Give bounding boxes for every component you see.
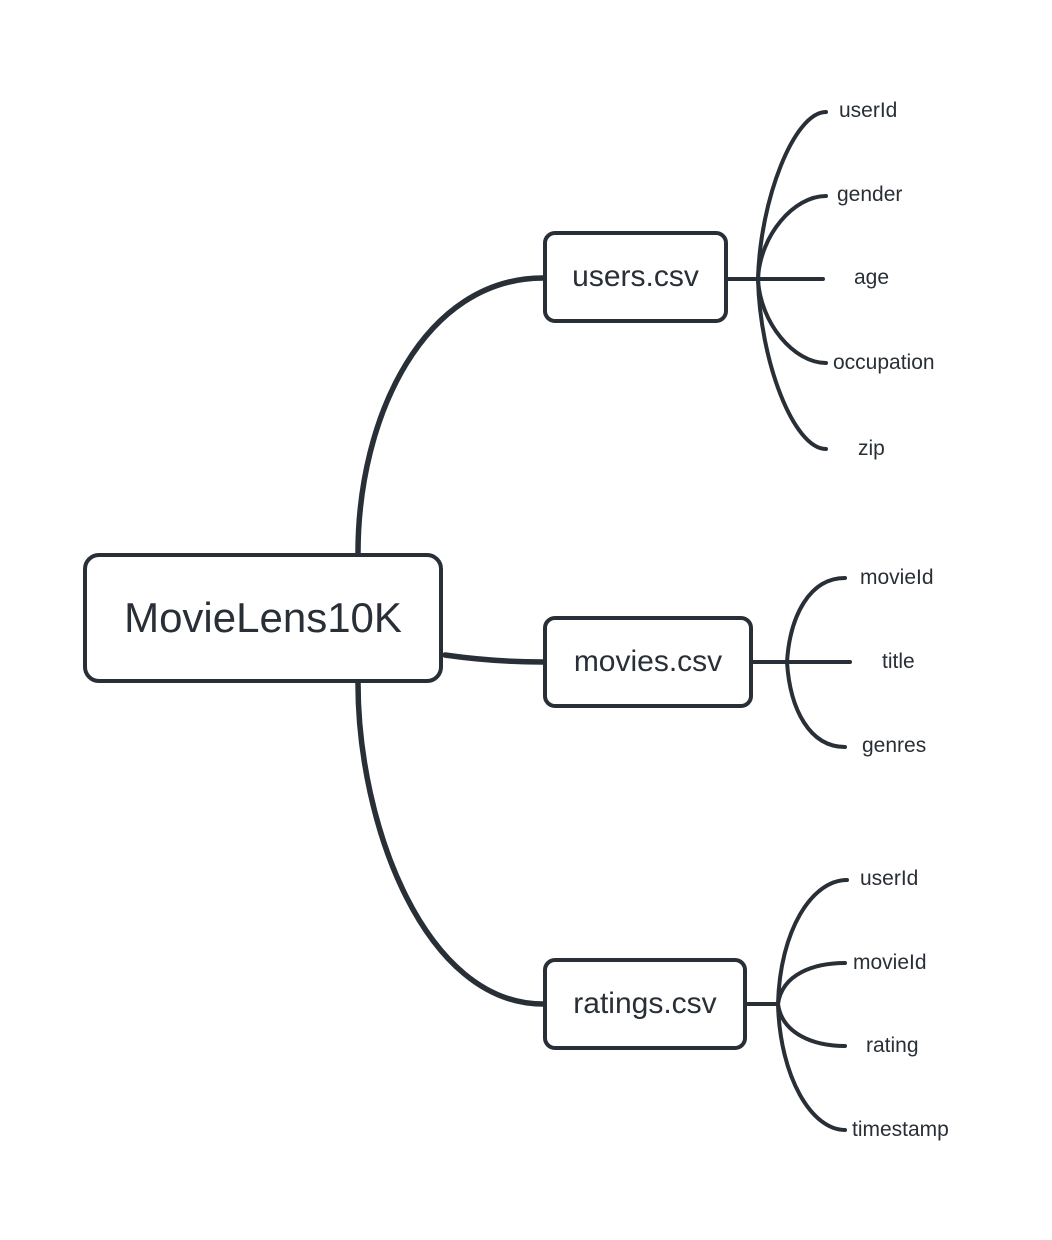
- leaf-users-zip: zip: [858, 437, 885, 460]
- link-ratings-userid: [776, 878, 849, 1006]
- leaf-movies-genres: genres: [862, 734, 927, 757]
- link-movies-genres: [785, 660, 847, 749]
- link-root-users: [355, 275, 546, 556]
- node-ratings-csv-label: ratings.csv: [573, 987, 717, 1020]
- leaf-movies-movieid: movieId: [860, 566, 934, 589]
- link-root-ratings: [355, 680, 546, 1007]
- link-ratings-timestamp: [776, 1002, 847, 1132]
- link-users-gender: [756, 194, 828, 281]
- leaf-users-age: age: [854, 266, 890, 289]
- leaf-ratings-movieid: movieId: [853, 951, 927, 974]
- link-users-userid: [756, 110, 828, 281]
- leaf-users-occupation: occupation: [833, 351, 935, 374]
- leaf-ratings-userid: userId: [860, 867, 919, 890]
- node-movies-csv-label: movies.csv: [573, 645, 723, 678]
- link-users-zip: [756, 277, 828, 451]
- link-root-movies: [442, 652, 546, 665]
- node-movies-csv: movies.csv: [543, 616, 753, 708]
- node-root-label: MovieLens10K: [124, 594, 402, 641]
- link-movies-movieid: [785, 576, 847, 664]
- node-users-csv-label: users.csv: [572, 260, 699, 293]
- node-users-csv: users.csv: [543, 231, 728, 323]
- node-root: MovieLens10K: [83, 553, 443, 683]
- leaf-ratings-timestamp: timestamp: [852, 1118, 949, 1141]
- link-ratings-rating: [776, 1002, 847, 1048]
- leaf-users-gender: gender: [837, 183, 903, 206]
- leaf-ratings-rating: rating: [866, 1034, 919, 1057]
- node-ratings-csv: ratings.csv: [543, 958, 747, 1050]
- link-ratings-movieid: [776, 961, 847, 1006]
- leaf-movies-title: title: [882, 650, 915, 673]
- leaf-users-userid: userId: [839, 99, 898, 122]
